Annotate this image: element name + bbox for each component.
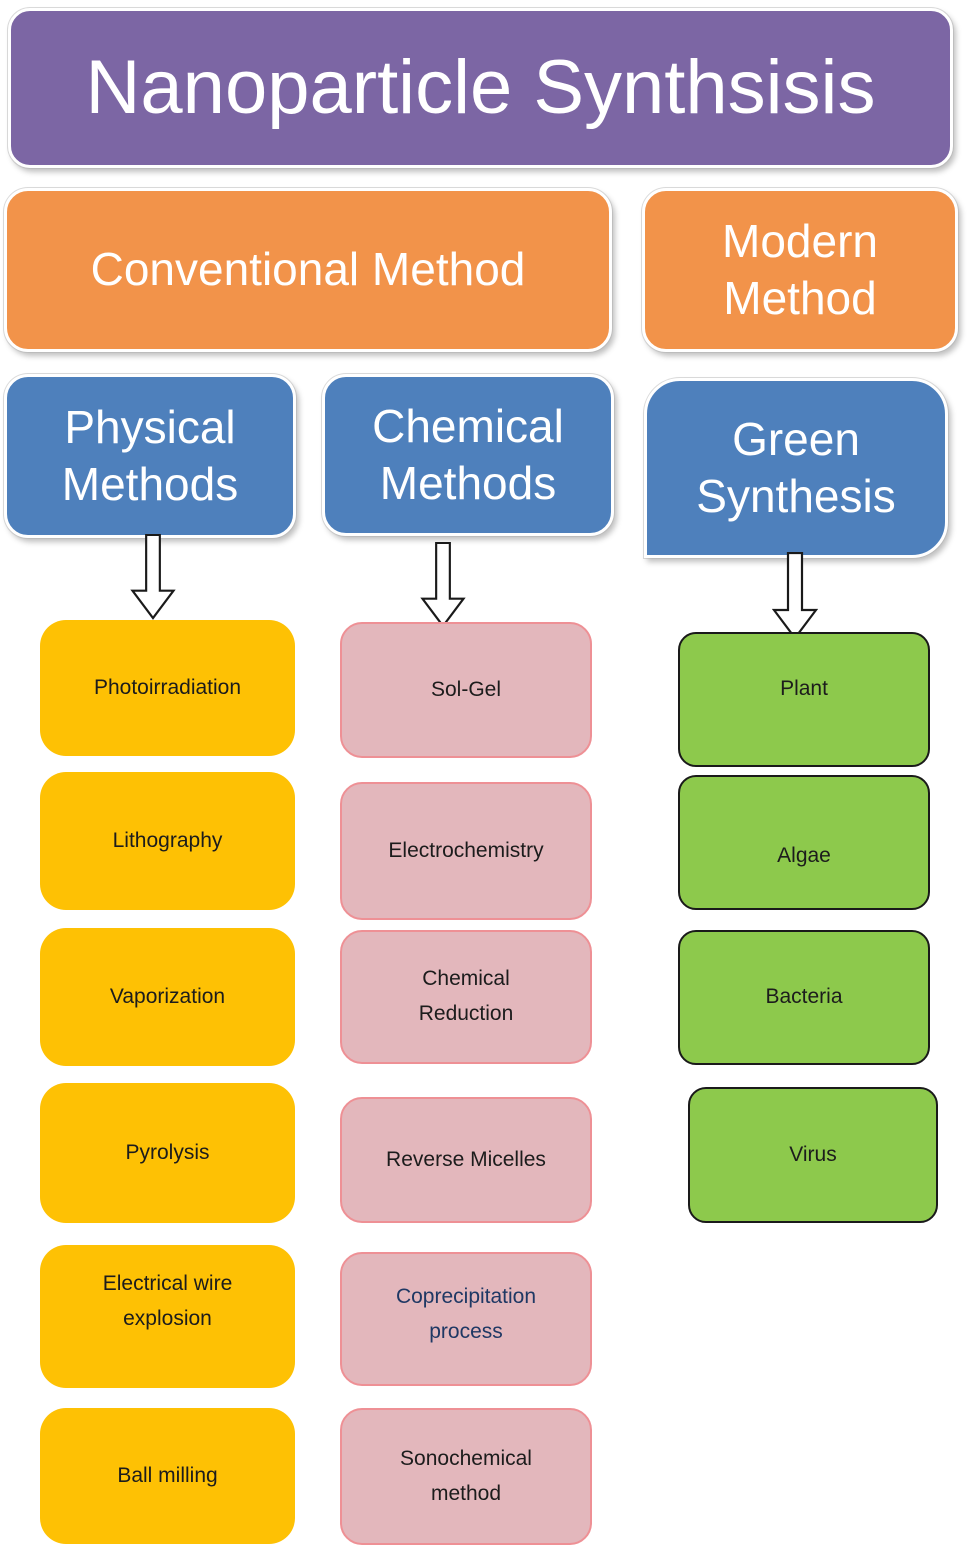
leaf-label: Virus [789,1142,837,1166]
leaf-label: Plant [780,677,828,700]
leaf-label: Sol-Gel [430,677,502,701]
leaf-label: Bacteria [765,985,843,1009]
leaf-label: Pyrolysis [125,1140,210,1164]
leaf-coprecipitation-process: Coprecipitation process [340,1252,592,1386]
leaf-bacteria: Bacteria [678,930,930,1065]
leaf-label: Electrochemistry [388,838,544,862]
leaf-label: Coprecipitation process [395,1285,537,1343]
leaf-virus: Virus [688,1087,938,1223]
physical-down-arrow-icon [130,534,176,620]
conventional-method-box: Conventional Method [4,188,612,352]
leaf-sol-gel: Sol-Gel [340,622,592,758]
leaf-electrical-wire-explosion: Electrical wire explosion [40,1245,295,1388]
leaf-pyrolysis: Pyrolysis [40,1083,295,1223]
physical-methods-label: Physical Methods [61,400,239,511]
leaf-label: Chemical Reduction [418,967,514,1025]
leaf-label: Sonochemical method [400,1446,532,1505]
leaf-photoirradiation: Photoirradiation [40,620,295,756]
leaf-reverse-micelles: Reverse Micelles [340,1097,592,1223]
chemical-methods-label: Chemical Methods [372,399,564,510]
chemical-down-arrow-icon [420,542,466,628]
leaf-label: Reverse Micelles [386,1147,546,1171]
leaf-label: Photoirradiation [93,675,242,699]
green-synthesis-label: Green Synthesis [696,412,896,523]
leaf-label: Ball milling [117,1463,218,1487]
leaf-electrochemistry: Electrochemistry [340,782,592,920]
physical-methods-box: Physical Methods [4,374,296,538]
modern-method-box: Modern Method [642,188,958,352]
leaf-vaporization: Vaporization [40,928,295,1066]
leaf-label: Lithography [112,828,223,852]
title-box: Nanoparticle Synthsisis [8,8,953,168]
leaf-algae: Algae [678,775,930,910]
modern-method-label: Modern Method [722,214,878,325]
leaf-lithography: Lithography [40,772,295,910]
leaf-label: Electrical wire explosion [102,1272,233,1330]
leaf-ball-milling: Ball milling [40,1408,295,1544]
leaf-plant: Plant [678,632,930,767]
chemical-methods-box: Chemical Methods [322,374,614,536]
leaf-sonochemical-method: Sonochemical method [340,1408,592,1545]
green-down-arrow-icon [772,552,818,640]
diagram-title: Nanoparticle Synthsisis [85,45,876,131]
conventional-method-label: Conventional Method [90,243,526,296]
leaf-chemical-reduction: Chemical Reduction [340,930,592,1064]
leaf-label: Algae [777,844,831,868]
green-synthesis-box: Green Synthesis [644,378,948,558]
leaf-label: Vaporization [109,984,226,1008]
